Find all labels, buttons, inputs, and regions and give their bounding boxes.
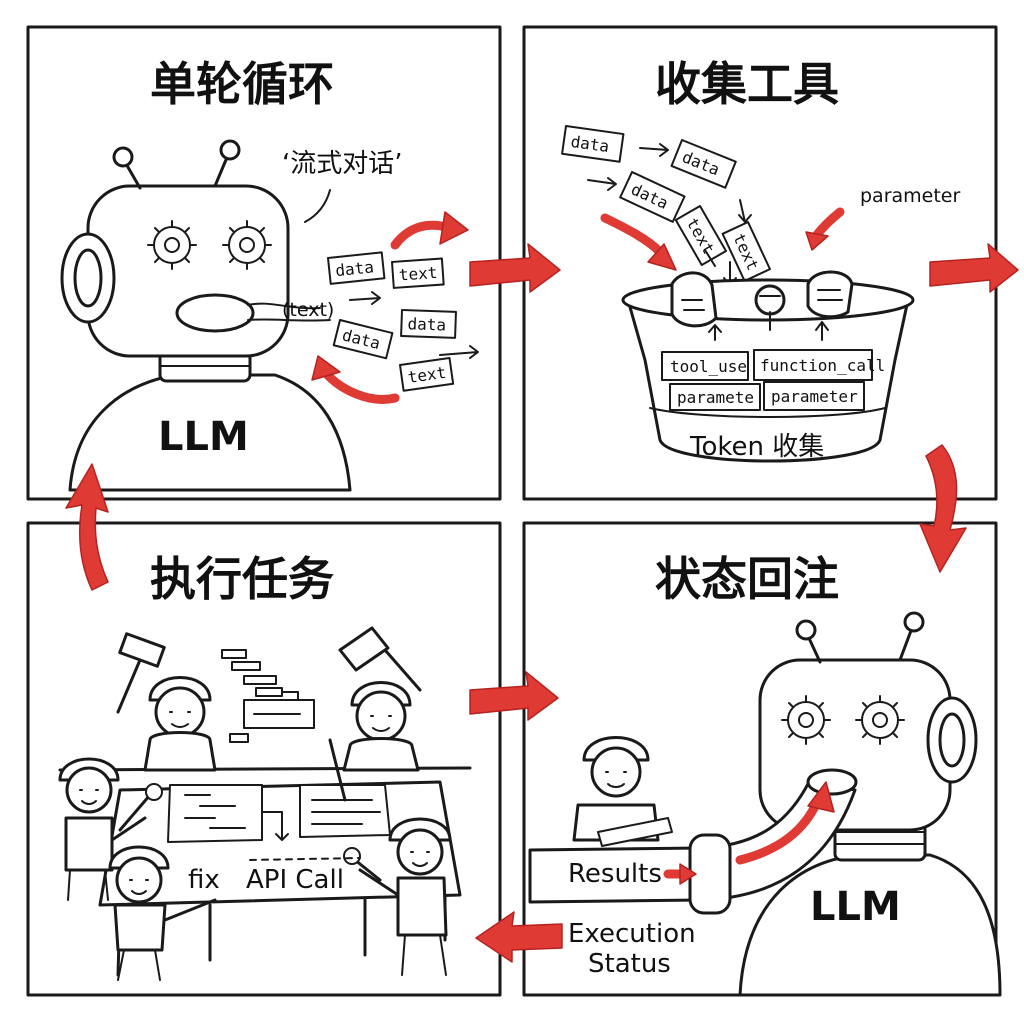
title-top-right: 收集工具 [655,57,839,111]
pot-tag-parameter: parameter [763,381,865,411]
panel-bottom-left-frame [26,521,502,997]
arrow-bottom-left-to-top-left [65,463,109,591]
title-bottom-left: 执行任务 [150,552,334,606]
hammer-right [338,626,422,692]
code-sheet [299,784,391,838]
arrow-top-right-exit [929,243,1019,293]
quote-stream-chat: ‘流式对话’ [282,149,403,179]
floating-flowchart [221,649,315,743]
worker-front-left [108,845,217,981]
stream-tag-1: data [327,251,386,285]
pot-tag-paramete: paramete [669,383,761,411]
robot-llm-streaming [60,139,352,492]
flying-tag-4: text [674,205,727,267]
worker-top-right [342,681,420,772]
blueprint-sheet [167,784,263,843]
arrow-bottom-right-to-bottom-left [475,911,563,963]
svg-text:data: data [334,257,374,280]
svg-text:paramete: paramete [677,388,754,407]
svg-text:parameter: parameter [771,387,858,406]
svg-text:tool_use: tool_use [670,357,747,376]
svg-text:function_call: function_call [760,356,885,375]
pot-label-token-collect: Token 收集 [689,432,824,462]
worker-reading [572,736,673,847]
stream-tag-2: text [391,257,445,289]
stream-tag-4: data [332,319,394,360]
parameter-side-label: parameter [860,185,960,207]
worker-top-center [143,676,217,772]
worker-left [58,757,147,901]
robot-label-llm-top: LLM [158,414,249,460]
wrench-icon [118,783,163,832]
robot-hand-2 [754,284,786,331]
svg-text:text: text [398,263,438,285]
robot-hand-3 [806,270,854,319]
svg-text:data: data [407,314,446,334]
arrow-top-right-to-bottom-right [919,444,967,573]
label-results: Results [568,859,662,889]
robot-llm-receiving [738,611,1002,997]
label-status: Status [588,949,671,979]
title-top-left: 单轮循环 [150,57,334,111]
label-execution: Execution [568,919,696,949]
robot-label-llm-bottom: LLM [810,884,901,930]
flying-tag-3: data [619,171,686,223]
stream-tag-3: data [400,309,457,339]
arrow-bottom-left-to-bottom-right [469,671,559,721]
arrow-top-left-to-top-right [469,243,561,293]
title-bottom-right: 状态回注 [655,552,839,606]
screwdriver-icon [328,738,347,802]
label-fix: fix [188,865,220,895]
hammer-left [116,632,166,714]
flying-tag-2: data [670,139,737,189]
wrench-icon-right [343,847,382,882]
stream-text-label: (text) [282,299,334,321]
pot-tag-function-call: function_call [753,349,885,381]
label-api-call: API Call [246,865,344,895]
stream-tag-5: text [399,357,455,392]
pot-tag-tool-use: tool_use [661,351,749,381]
flying-tag-1: data [561,125,625,163]
worker-front-right [358,817,452,976]
robot-hand-1 [670,271,718,328]
